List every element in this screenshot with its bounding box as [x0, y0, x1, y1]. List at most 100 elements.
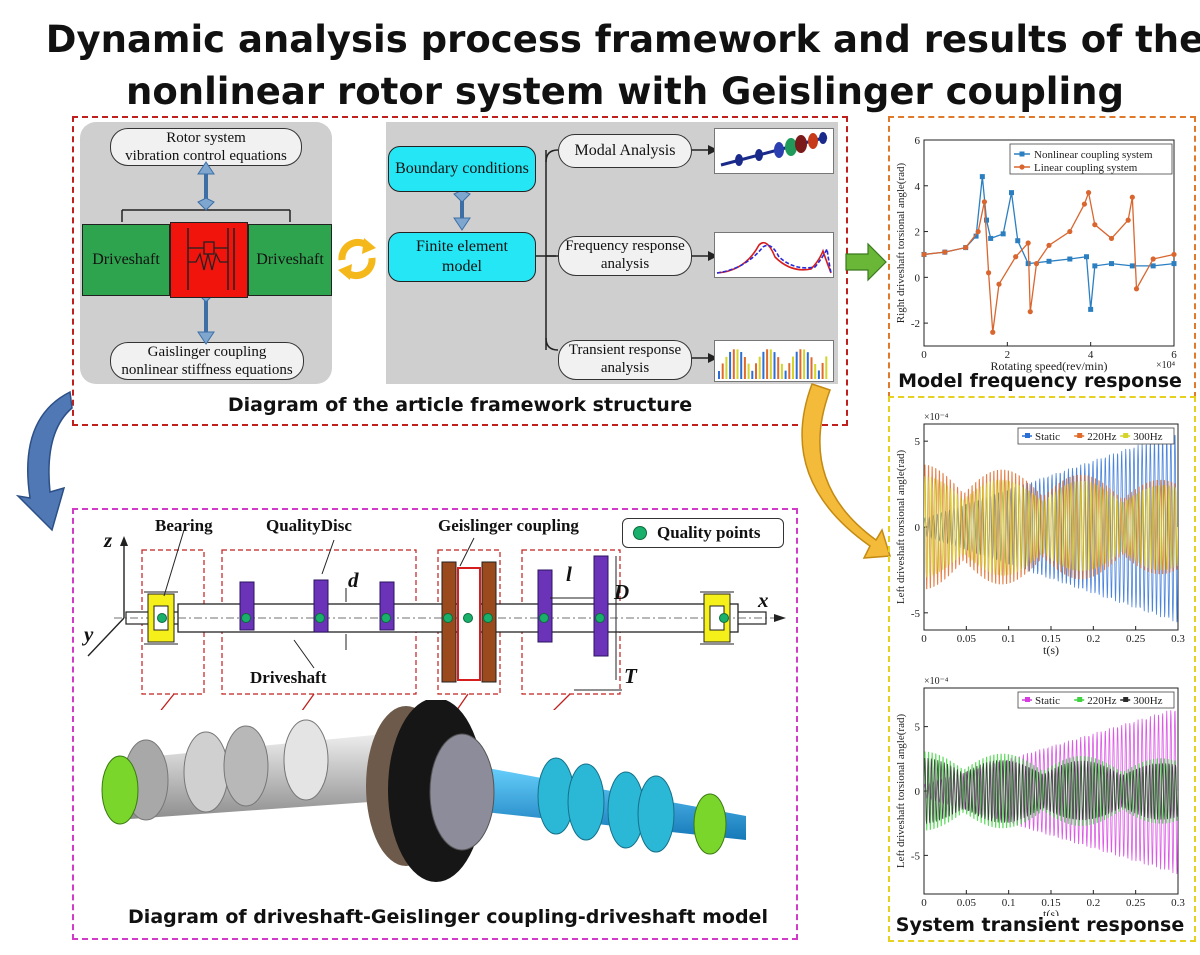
symbol-d: d	[348, 568, 359, 592]
series-marker-0	[1150, 263, 1156, 269]
x-tick-label: 0.3	[1171, 897, 1185, 909]
series-marker-0	[973, 233, 979, 239]
series-marker-1	[990, 329, 996, 335]
series-marker-0	[1109, 261, 1114, 267]
y-tick-label: 5	[915, 436, 921, 448]
x-axis-label: t(s)	[1043, 643, 1059, 657]
bearing-label: Bearing	[155, 516, 213, 535]
x-axis-label: t(s)	[1043, 907, 1059, 916]
axis-z-label: z	[104, 528, 113, 552]
axis-z-arrow	[120, 536, 128, 546]
y-axis-label: Left driveshaft torsional angle(rad)	[895, 714, 907, 869]
x-tick-label: 0.05	[957, 633, 977, 645]
x-tick-label: 0.15	[1041, 897, 1061, 909]
freq-line2: analysis	[600, 256, 650, 272]
series-marker-1	[963, 244, 969, 251]
series-marker-1	[1108, 235, 1115, 242]
y-tick-label: -5	[911, 608, 921, 620]
transient-thumbnail	[714, 340, 834, 382]
series-marker-0	[1171, 261, 1177, 267]
driveshaft-right-box: Driveshaft	[248, 224, 332, 296]
fem-line2: model	[442, 258, 482, 275]
series-marker-1	[1092, 222, 1098, 228]
axis-x-arrow	[774, 614, 786, 622]
coupling-label: Geislinger coupling	[438, 516, 579, 535]
coupling-eq-line2: nonlinear stiffness equations	[121, 362, 293, 378]
modal-thumbnail	[714, 128, 834, 174]
boundary-conditions-box: Boundary conditions	[388, 146, 536, 192]
quality-point	[463, 613, 473, 623]
disc-label: QualityDisc	[266, 516, 352, 535]
series-marker-1	[921, 251, 927, 258]
pointer-arrow	[301, 693, 315, 710]
freq-line1: Frequency response	[565, 238, 685, 254]
series-marker-1	[1025, 240, 1031, 246]
legend-marker	[1025, 433, 1030, 438]
series-marker-1	[996, 281, 1002, 287]
quality-points-legend: Quality points	[622, 518, 784, 548]
pointer-arrow	[456, 693, 469, 710]
y-tick-label: 0	[915, 786, 921, 798]
legend-marker	[1025, 697, 1030, 702]
quality-point	[483, 613, 493, 623]
x-tick-label: 0.3	[1171, 633, 1185, 645]
symbol-T: T	[624, 664, 637, 688]
framework-caption: Diagram of the article framework structu…	[227, 394, 693, 416]
series-marker-1	[1081, 201, 1088, 207]
coupling-red-box	[170, 222, 248, 298]
gear-left-1	[183, 731, 229, 813]
legend-marker	[1123, 433, 1129, 438]
framework-frame	[72, 116, 848, 426]
gear-right-1	[567, 763, 605, 841]
model-frame	[72, 508, 798, 940]
coupling-leader	[459, 537, 475, 567]
framework-to-model-arrow	[15, 390, 73, 532]
bearing-3d-left	[101, 755, 139, 825]
gear-left-3	[283, 719, 329, 801]
series-marker-0	[1000, 231, 1006, 237]
transient-frame	[888, 396, 1196, 942]
x-tick-label: 0.2	[1086, 633, 1100, 645]
quality-point	[381, 613, 391, 623]
quality-point	[315, 613, 325, 623]
driveshaft-label: Driveshaft	[250, 668, 327, 687]
legend-box	[1017, 691, 1175, 709]
disc-1	[313, 579, 329, 633]
x-tick-label: 0.25	[1126, 897, 1146, 909]
quality-point	[719, 613, 729, 623]
framework-to-freq-arrow	[845, 242, 887, 282]
coupling-flange	[429, 733, 495, 851]
x-tick-label: 6	[1171, 349, 1177, 361]
x-multiplier: ×10⁴	[1156, 360, 1176, 371]
x-tick-label: 0.2	[1086, 897, 1100, 909]
series-marker-1	[1067, 228, 1073, 235]
y-axis-label: Left driveshaft torsional angle(rad)	[895, 450, 907, 605]
fem-model-box: Finite element model	[388, 232, 536, 282]
series-marker-0	[1046, 258, 1052, 264]
coupling-eq-line1: Gaislinger coupling	[147, 344, 267, 360]
series-line-0	[924, 176, 1174, 310]
y-tick-label: 5	[915, 722, 921, 734]
series-marker-0	[1092, 263, 1098, 269]
series-marker-0	[1129, 263, 1135, 269]
x-axis-label: Rotating speed(rev/min)	[991, 359, 1108, 373]
series-wave-2	[924, 757, 1178, 824]
x-tick-label: 0.25	[1126, 633, 1146, 645]
x-tick-label: 0.1	[1002, 897, 1016, 909]
symbol-D: D	[614, 580, 630, 604]
axis-x-label: x	[758, 588, 769, 612]
quality-point	[241, 613, 251, 623]
series-marker-0	[1067, 256, 1073, 262]
series-marker-1	[1125, 217, 1131, 223]
series-marker-1	[1033, 261, 1040, 267]
y-tick-label: -5	[911, 850, 921, 862]
swap-arrows-icon	[338, 238, 376, 280]
pointer-arrow	[553, 693, 571, 710]
x-tick-label: 0	[921, 897, 927, 909]
axis-y-line	[87, 617, 125, 657]
y-tick-label: 6	[915, 135, 921, 147]
